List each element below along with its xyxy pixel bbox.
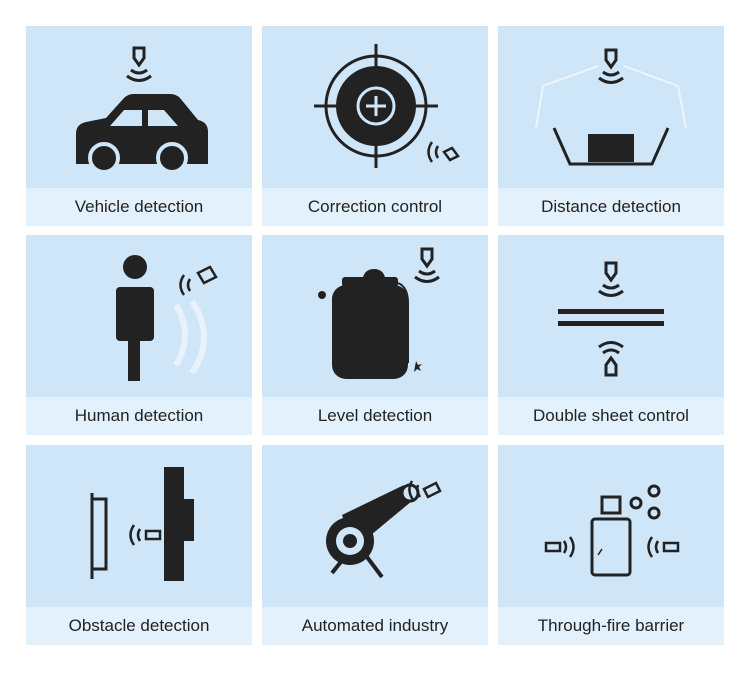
person-icon xyxy=(116,255,154,381)
tile-caption: Automated industry xyxy=(262,607,488,645)
tile-caption: Level detection xyxy=(262,397,488,435)
sensor-icon xyxy=(544,536,575,558)
bottle-icon xyxy=(590,495,632,577)
tile-art xyxy=(26,445,252,607)
tile-level-detection: Level detection xyxy=(262,235,488,435)
tile-caption: Through-fire barrier xyxy=(498,607,724,645)
tile-art xyxy=(498,235,724,397)
tile-caption: Vehicle detection xyxy=(26,188,252,226)
tile-caption: Human detection xyxy=(26,397,252,435)
car-icon xyxy=(76,94,208,174)
tile-art xyxy=(262,445,488,607)
crosshair-icon xyxy=(314,44,438,168)
tile-through-fire-barrier: Through-fire barrier xyxy=(498,445,724,645)
sensor-icon xyxy=(129,524,162,546)
tile-human-detection: Human detection xyxy=(26,235,252,435)
signal-waves-icon xyxy=(173,299,207,375)
sensor-icon xyxy=(179,265,218,296)
double-sheet-icon xyxy=(558,309,664,326)
tile-correction-control: Correction control xyxy=(262,26,488,226)
tile-art xyxy=(26,235,252,397)
sensor-icon xyxy=(598,341,624,377)
sensor-icon xyxy=(598,48,624,84)
tile-caption: Obstacle detection xyxy=(26,607,252,645)
tile-obstacle-detection: Obstacle detection xyxy=(26,445,252,645)
distance-icon xyxy=(535,65,687,166)
sensor-icon xyxy=(598,261,624,297)
tile-art xyxy=(26,26,252,188)
tile-art xyxy=(262,235,488,397)
bubbles-icon xyxy=(629,484,661,520)
sensor-icon xyxy=(408,480,442,502)
tile-caption: Correction control xyxy=(262,188,488,226)
tile-art xyxy=(498,26,724,188)
sensor-icon xyxy=(126,46,152,82)
tile-art xyxy=(262,26,488,188)
tile-distance-detection: Distance detection xyxy=(498,26,724,226)
tile-caption: Distance detection xyxy=(498,188,724,226)
tile-automated-industry: Automated industry xyxy=(262,445,488,645)
robot-arm-icon xyxy=(326,483,420,579)
tile-vehicle-detection: Vehicle detection xyxy=(26,26,252,226)
container-icon xyxy=(318,269,422,379)
sensor-icon xyxy=(647,536,680,558)
tile-caption: Double sheet control xyxy=(498,397,724,435)
sensor-icon xyxy=(414,247,440,283)
tile-art xyxy=(498,445,724,607)
obstacle-icon xyxy=(90,467,194,581)
tile-double-sheet-control: Double sheet control xyxy=(498,235,724,435)
sensor-icon xyxy=(427,141,460,163)
